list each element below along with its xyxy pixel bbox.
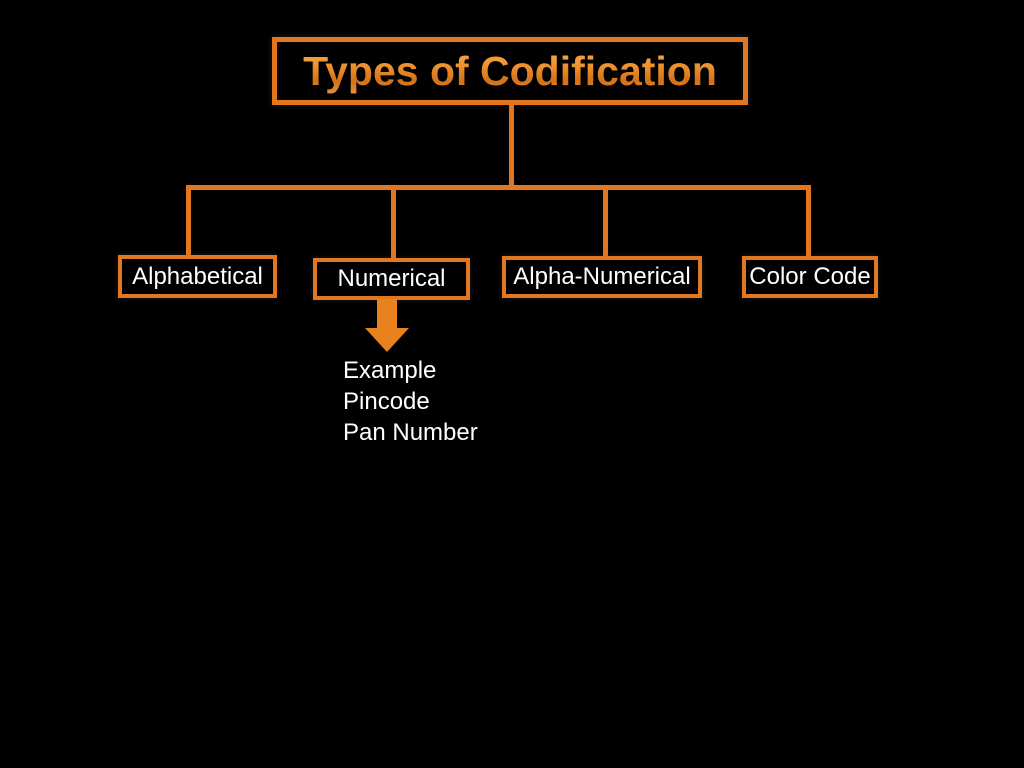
node-numerical: Numerical: [313, 258, 470, 300]
node-alphabetical-label: Alphabetical: [132, 262, 263, 290]
slide-title: Types of Codification: [303, 47, 717, 94]
down-arrow-icon: [377, 299, 397, 328]
title-box: Types of Codification: [272, 37, 748, 105]
example-line-3: Pan Number: [343, 419, 478, 446]
down-arrow-head-icon: [365, 328, 409, 352]
node-alphabetical: Alphabetical: [118, 255, 277, 298]
connector-title-drop: [509, 105, 514, 190]
node-alpha-numerical-label: Alpha-Numerical: [513, 263, 691, 290]
connector-bus: [186, 185, 811, 190]
connector-drop-color-code: [806, 185, 811, 256]
node-numerical-label: Numerical: [337, 265, 446, 292]
node-alpha-numerical: Alpha-Numerical: [502, 256, 702, 298]
node-color-code: Color Code: [742, 256, 878, 298]
example-block: Example Pincode Pan Number: [343, 355, 478, 448]
connector-drop-alphabetical: [186, 185, 191, 255]
connector-drop-alpha-numerical: [603, 190, 608, 256]
connector-drop-numerical: [391, 190, 396, 258]
node-color-code-label: Color Code: [749, 263, 871, 290]
example-line-1: Example: [343, 357, 437, 384]
example-line-2: Pincode: [343, 388, 430, 415]
